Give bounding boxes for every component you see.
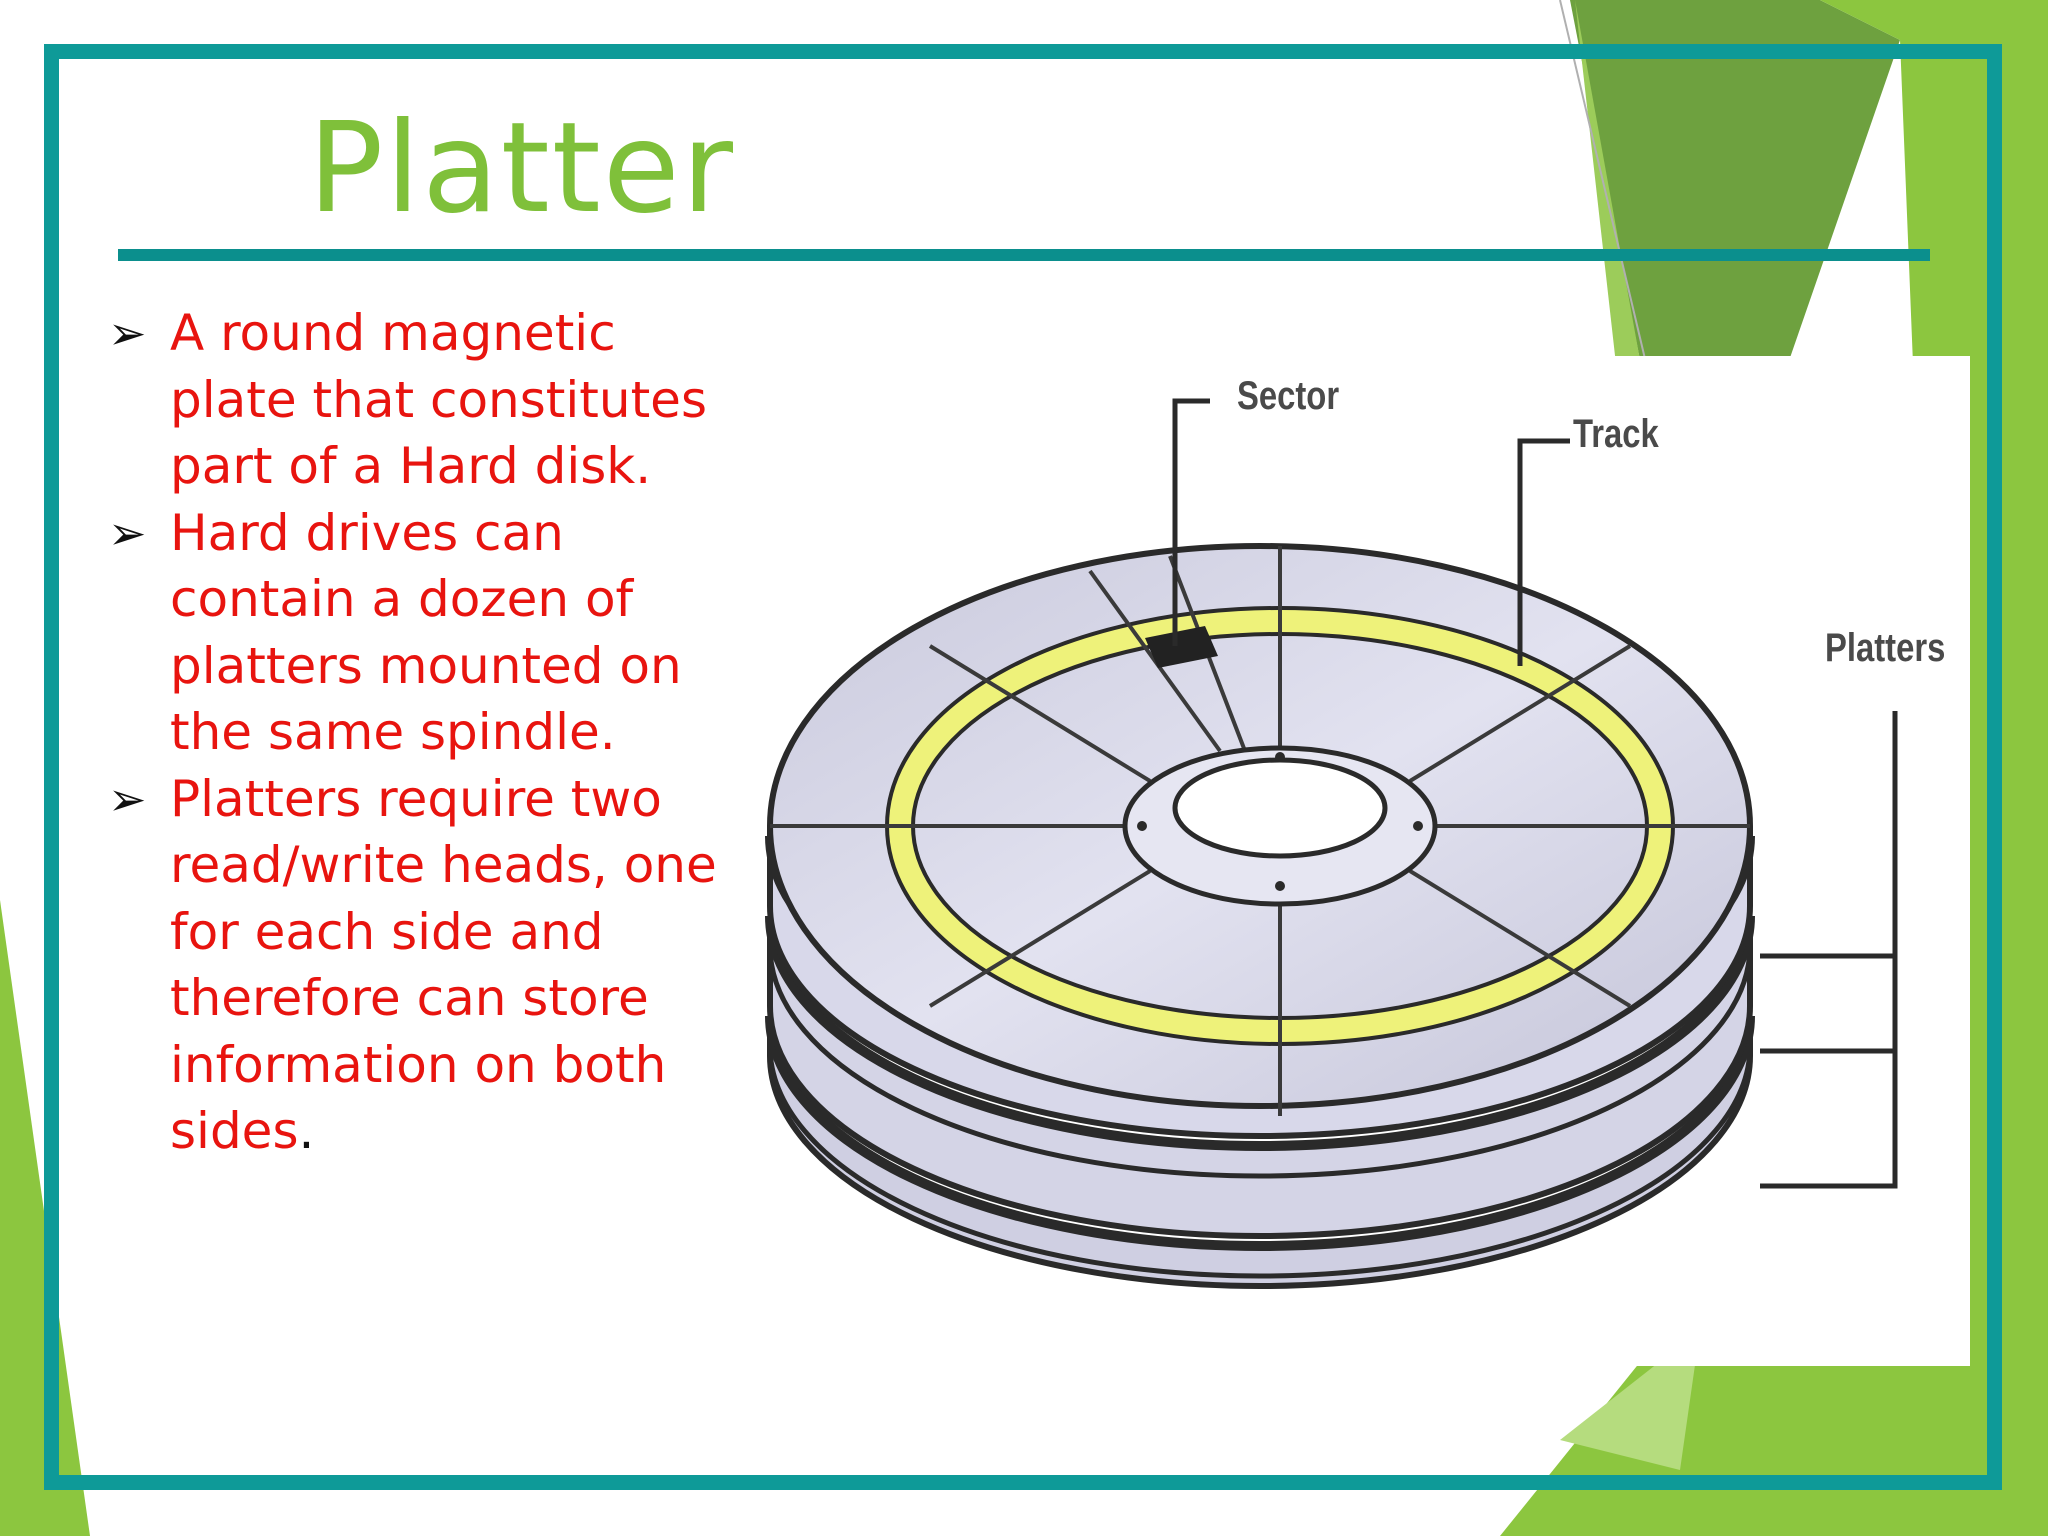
bullet-item: ➢ A round magnetic plate that constitute… [108, 300, 748, 500]
platters-label: Platters [1825, 626, 1946, 670]
bullet-trail: . [298, 1102, 315, 1160]
platter-stack [765, 543, 1755, 1289]
slide-frame [44, 44, 2002, 1490]
bullet-item: ➢ Platters require two read/write heads,… [108, 766, 748, 1165]
bullet-list: ➢ A round magnetic plate that constitute… [108, 300, 748, 1165]
sector-block [1145, 626, 1218, 668]
title-underline [118, 249, 1930, 261]
slide-title: Platter [308, 96, 736, 241]
platter-diagram: Sector Track Platters [740, 356, 1970, 1366]
arrowhead-bullet-icon: ➢ [108, 505, 147, 560]
bullet-text: Hard drives can contain a dozen of platt… [170, 503, 682, 762]
bullet-text: A round magnetic plate that constitutes … [170, 304, 707, 495]
track-label: Track [1573, 412, 1659, 456]
arrowhead-bullet-icon: ➢ [108, 771, 147, 826]
sector-label: Sector [1237, 374, 1340, 418]
platter-diagram-svg [765, 398, 1898, 1289]
leader-lines [1172, 398, 1898, 1189]
arrowhead-bullet-icon: ➢ [108, 306, 147, 360]
bullet-item: ➢ Hard drives can contain a dozen of pla… [108, 500, 748, 766]
bullet-text: Platters require two read/write heads, o… [170, 769, 717, 1161]
